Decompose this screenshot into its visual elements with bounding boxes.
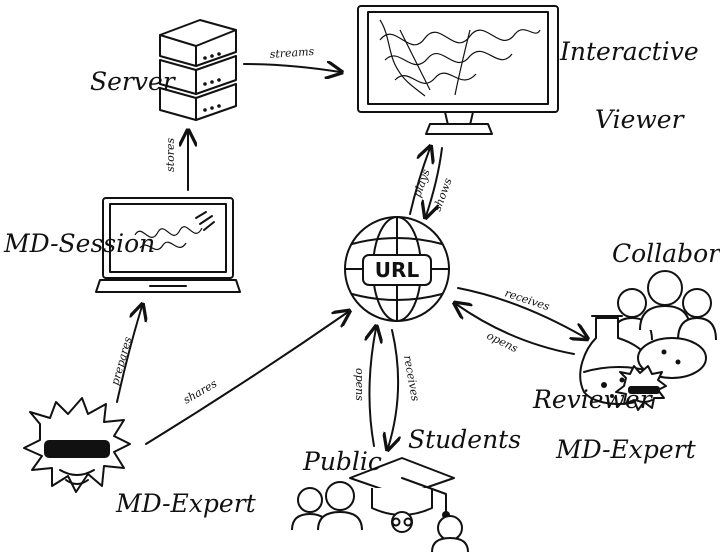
- reviewer-avatar-icon: [615, 365, 667, 411]
- arrow-url-to-public: [388, 329, 398, 448]
- reviewer-label-line2: MD-Expert: [555, 435, 697, 464]
- arrow-public-to-url: [369, 328, 376, 447]
- expert-avatar-icon: [23, 397, 131, 493]
- public-students-icon: [291, 457, 469, 553]
- server-label: Server: [90, 67, 177, 96]
- session-label: MD-Session: [3, 229, 155, 258]
- edge-label-opens-collab: opens: [485, 329, 521, 355]
- arrow-expert-to-session: [116, 306, 142, 403]
- edge-label-plays: plays: [411, 167, 433, 199]
- public-label: Public: [302, 447, 382, 476]
- reviewer-label-line1: Reviewer: [532, 385, 654, 414]
- edge-label-opens-public: opens: [353, 368, 366, 401]
- arrow-url-to-viewer: [409, 148, 430, 215]
- students-label: Students: [408, 425, 521, 454]
- arrow-url-to-collaborators: [457, 287, 586, 338]
- protein-structure-icon: [379, 19, 541, 97]
- url-badge-label: URL: [375, 258, 420, 282]
- globe-icon: [344, 216, 450, 322]
- arrow-viewer-to-url: [426, 147, 443, 216]
- edge-label-shows: shows: [431, 176, 455, 213]
- server-icon: [159, 19, 237, 121]
- arrow-collaborators-to-url: [456, 304, 575, 355]
- collaborators-icon: [611, 270, 717, 341]
- edge-label-streams: streams: [269, 45, 315, 61]
- edge-label-prepares: prepares: [108, 335, 134, 387]
- protein-thumbnail-icon: [134, 211, 215, 251]
- arrow-server-to-viewer: [243, 64, 340, 72]
- viewer-label-line2: Viewer: [595, 105, 686, 134]
- edge-label-receives-public: receives: [401, 354, 422, 402]
- monitor-icon: [357, 5, 559, 135]
- laptop-icon: [95, 197, 241, 293]
- viewer-label-line1: Interactive: [559, 37, 699, 66]
- edge-label-stores: stores: [164, 138, 177, 172]
- arrow-expert-to-url: [145, 312, 348, 445]
- collaborators-label: Collaborators: [612, 239, 720, 268]
- expert-label: MD-Expert: [115, 489, 257, 518]
